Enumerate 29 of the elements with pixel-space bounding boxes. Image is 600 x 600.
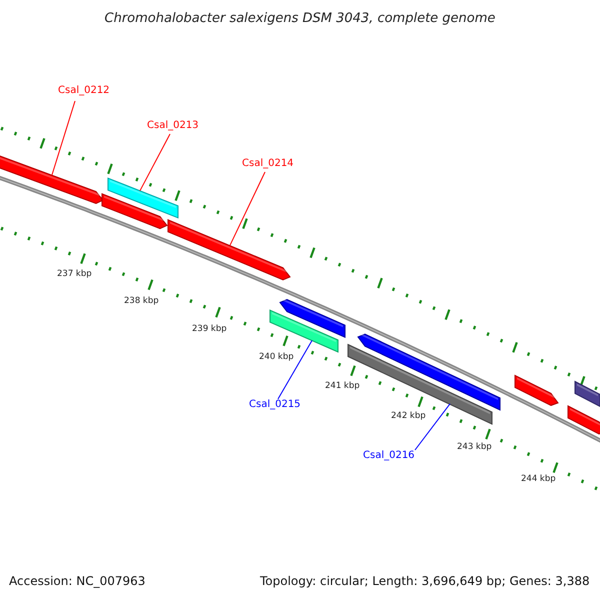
gene-bar [270,309,338,353]
leader-line [278,340,312,400]
scale-label: 239 kbp [192,325,227,334]
gene-bar [108,177,178,219]
leader-line [52,100,76,176]
gene-bar [574,380,600,408]
title: Chromohalobacter salexigens DSM 3043, complete genome [104,12,496,25]
leader-line [230,172,266,246]
gene-label: Csal_0212 [58,86,110,96]
gene-label: Csal_0216 [363,451,415,461]
scale-label: 240 kbp [259,353,294,362]
scale-label: 238 kbp [124,297,159,306]
gene-label: Csal_0215 [249,400,301,410]
scale-label: 237 kbp [57,270,92,278]
leader-line [414,403,450,450]
scale-label: 243 kbp [457,443,492,452]
gene-block [514,374,559,406]
gene-block [102,193,168,230]
scale-label: 244 kbp [521,475,556,484]
footer-text: Accession: NC_007963 [9,575,146,587]
scale-label: 242 kbp [391,412,426,420]
gene-label: Csal_0213 [147,121,199,131]
gene-label: Csal_0214 [242,159,294,169]
gene-block [168,219,291,280]
footer-text: Topology: circular; Length: 3,696,649 bp; Genes: 3,388 [260,575,590,587]
gene-block [568,405,600,434]
gene-block [279,298,346,338]
scale-label: 241 kbp [325,382,360,390]
leader-line [140,134,170,192]
